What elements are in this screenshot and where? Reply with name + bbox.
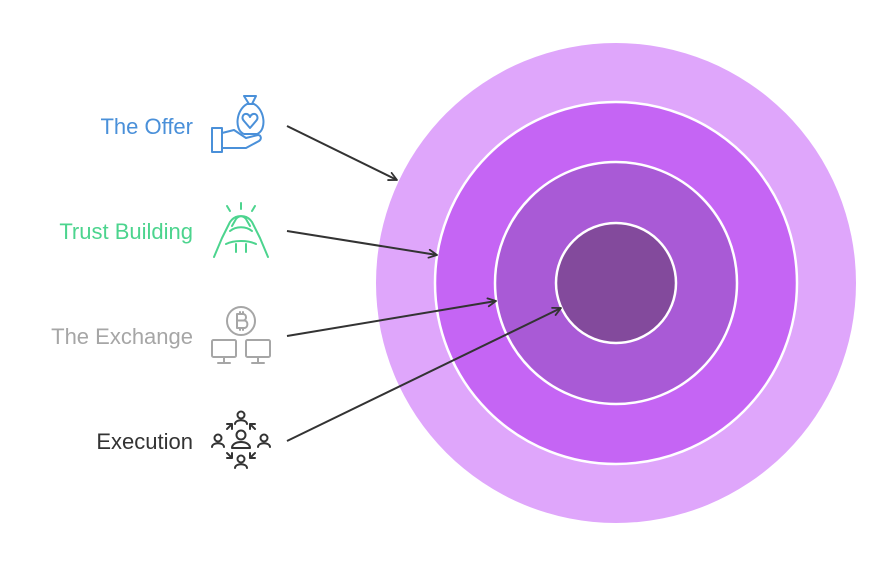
- ring-execution: [554, 221, 678, 345]
- label-trust-building: Trust Building: [59, 219, 193, 244]
- arrow-trust-building: [286, 230, 438, 259]
- team-cycle-icon: [211, 410, 271, 469]
- arrow-the-exchange: [286, 297, 497, 337]
- label-the-exchange: The Exchange: [51, 324, 193, 349]
- arrow-the-offer: [286, 125, 398, 181]
- arrow-execution: [286, 306, 562, 442]
- label-execution: Execution: [96, 429, 193, 454]
- handshake-icon: [213, 202, 269, 258]
- money-bag-hand-icon: [211, 95, 265, 153]
- label-the-offer: The Offer: [100, 114, 193, 139]
- bitcoin-computers-icon: [211, 306, 271, 364]
